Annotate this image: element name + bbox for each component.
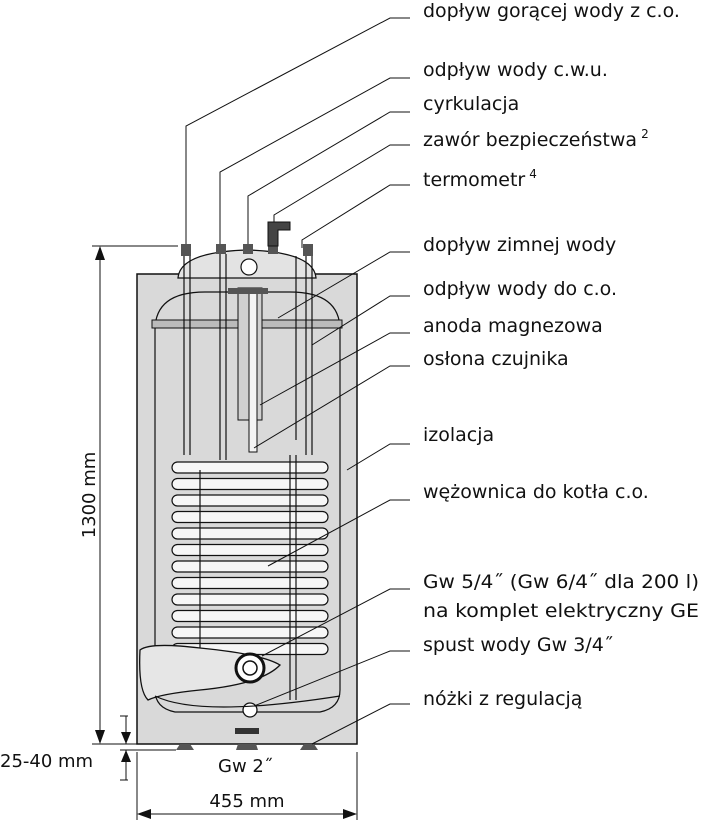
label-sensor-cover: osłona czujnika [423,348,569,370]
coil-loop [171,560,329,573]
sensor-sleeve [248,291,258,453]
pipe-stub-1 [181,244,191,256]
label-co-outlet: odpływ wody do c.o. [423,278,617,300]
heating-coil [171,461,329,656]
coil-loop [171,626,329,639]
dim-height: 1300 mm [79,452,100,539]
coil-loop [171,477,329,491]
coil-loop [171,543,329,557]
coil-loop [171,593,329,606]
label-cold-inlet: dopływ zimnej wody [423,234,616,256]
coil-loop [171,461,329,474]
inner-tank [154,291,341,713]
label-feet: nóżki z regulacją [423,688,582,710]
dimension-lines: 1300 mm 25-40 mm Gw 2˝ 455 mm [0,245,358,820]
foot-left [176,744,194,750]
label-hot-inlet: dopływ gorącej wody z c.o. [423,0,680,22]
coil-loop [171,527,329,540]
pipe-stub-4 [268,240,278,254]
coil-loop [171,609,329,623]
thermometer-dial [240,258,258,276]
pipe-stub-5 [303,244,313,256]
safety-valve-body [267,221,291,247]
label-hot-outlet: odpływ wody c.w.u. [423,59,608,81]
coil-loop [171,576,329,590]
tank-drawing [136,221,358,750]
label-heater-port-line2: na komplet elektryczny GE [423,600,699,622]
dim-width: 455 mm [209,791,284,812]
leader-lines [185,17,410,745]
foot-right [300,744,318,750]
label-drain: spust wody Gw 3/4˝ [423,634,613,656]
coil-loop [171,494,329,507]
dim-bottom-port: Gw 2˝ [218,756,273,777]
label-circulation: cyrkulacja [423,93,519,115]
label-anode: anoda magnezowa [423,315,603,337]
label-insulation: izolacja [423,424,494,446]
label-coil: wężownica do kotła c.o. [423,481,649,503]
foot-center [236,744,258,750]
pipe-stub-3 [243,244,253,254]
label-heater-port-line1: Gw 5/4˝ (Gw 6/4˝ dla 200 l) [423,571,699,593]
dim-feet: 25-40 mm [0,751,93,772]
pipe-stub-2 [216,244,226,254]
coil-loop [171,510,329,524]
callout-labels: dopływ gorącej wody z c.o. odpływ wody c… [423,0,699,710]
